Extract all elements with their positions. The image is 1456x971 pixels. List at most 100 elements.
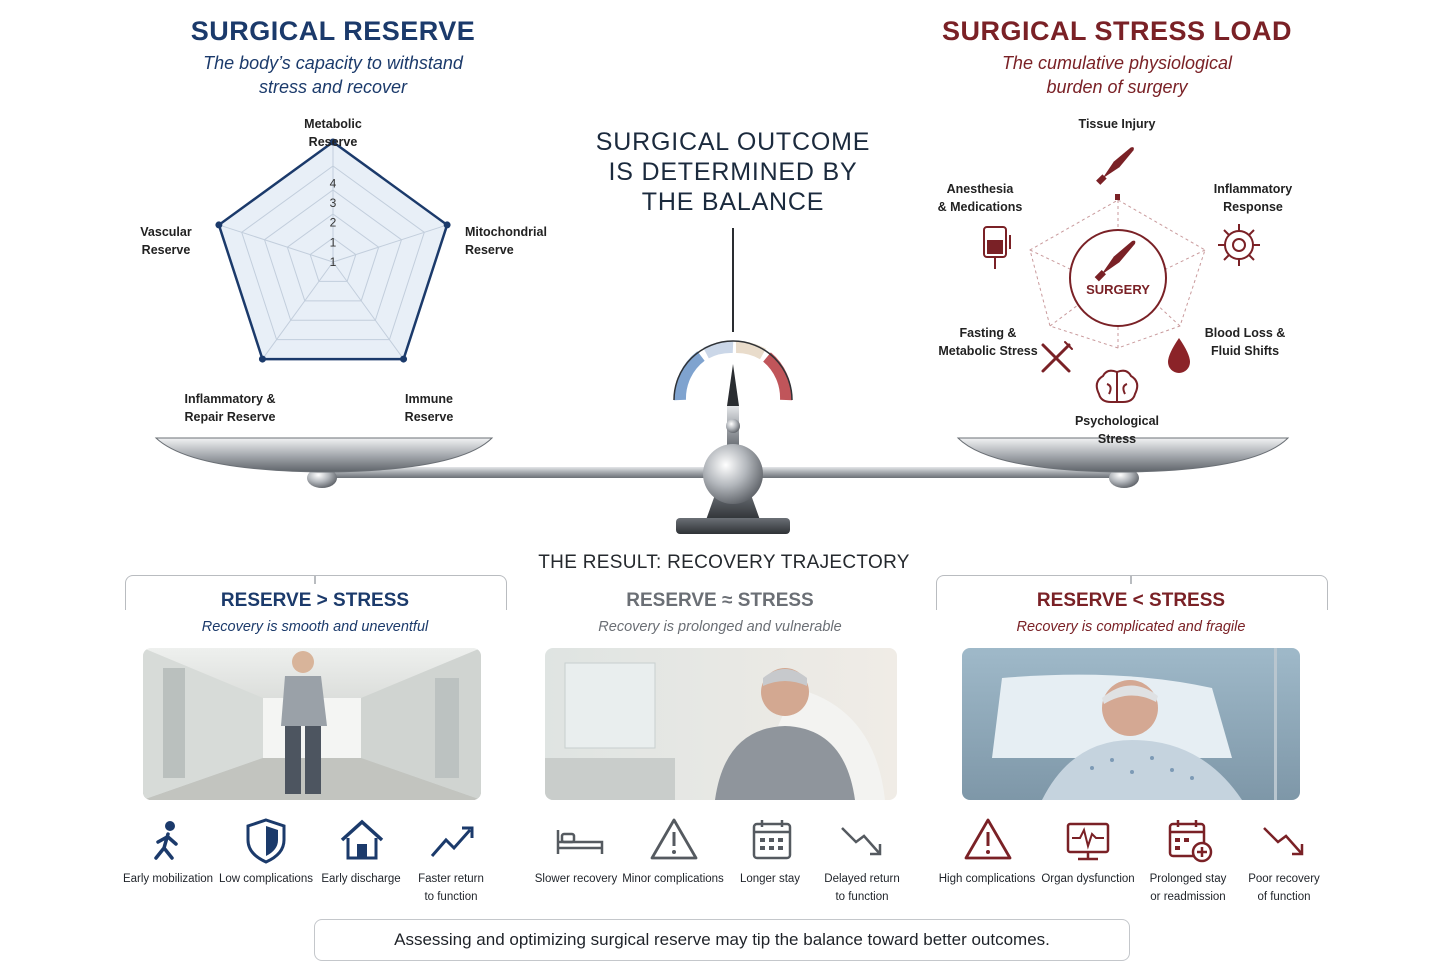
bracket-tick xyxy=(314,575,316,584)
radar-grid-ring xyxy=(241,165,425,341)
iv-bag-icon xyxy=(983,226,1011,269)
stress-factor-anesthesia: Anesthesia & Medications xyxy=(926,180,1034,216)
outcome-poor-recovery: Poor recovery of function xyxy=(1229,870,1339,906)
stress-title: SURGICAL STRESS LOAD xyxy=(941,16,1293,46)
radar-data-point xyxy=(400,355,408,363)
radar-spoke xyxy=(218,224,334,263)
radar-grid-ring xyxy=(309,237,357,282)
reserve-title: SURGICAL RESERVE xyxy=(190,16,476,46)
scenario-3-subtitle: Recovery is complicated and fragile xyxy=(1016,619,1246,635)
shield-icon xyxy=(246,818,286,864)
inflammation-gear-icon xyxy=(1218,224,1260,266)
stress-factor-blood-loss: Blood Loss & Fluid Shifts xyxy=(1190,324,1300,360)
radar-axis-label-vascular: Vascular Reserve xyxy=(128,223,204,259)
trend-down-icon xyxy=(1263,827,1304,856)
outcome-low-complications: Low complications xyxy=(211,870,321,888)
stress-subtitle-line: burden of surgery xyxy=(1046,77,1188,97)
factor-label-line: Fasting & xyxy=(959,326,1017,340)
factor-label-line: Fluid Shifts xyxy=(1210,344,1280,358)
gauge-segment-reserve xyxy=(673,351,705,401)
radar-scale-ticks: 1 1 2 3 4 xyxy=(330,176,337,269)
stress-factor-fasting: Fasting & Metabolic Stress xyxy=(930,324,1046,360)
axis-label-line: Reserve xyxy=(141,243,191,257)
factor-label-line: Tissue Injury xyxy=(1078,117,1156,131)
trend-up-icon xyxy=(430,826,474,857)
outcome-label-line: Organ dysfunction xyxy=(1041,873,1135,885)
axis-label-line: Reserve xyxy=(465,243,514,257)
stress-subtitle: The cumulative physiological burden of s… xyxy=(917,51,1317,99)
radar-grid-ring xyxy=(286,213,380,302)
radar-spoke xyxy=(262,261,334,360)
factor-label-line: Psychological xyxy=(1074,414,1160,428)
outcome-label-line: Early discharge xyxy=(321,873,401,885)
reserve-subtitle: The body’s capacity to withstand stress … xyxy=(133,51,533,99)
outcome-label-line: Faster return xyxy=(418,873,484,885)
balance-post-knob xyxy=(726,419,740,433)
radar-axis-label-immune: Immune Reserve xyxy=(388,390,470,426)
radar-data-points xyxy=(215,138,451,363)
footer-message: Assessing and optimizing surgical reserv… xyxy=(314,919,1130,961)
stress-network-lines xyxy=(1029,199,1206,349)
stress-factor-psychological: Psychological Stress xyxy=(1062,412,1172,448)
axis-label-line: Inflammatory & xyxy=(184,392,276,406)
outcome-early-mobilization: Early mobilization xyxy=(113,870,223,888)
radar-spoke xyxy=(332,224,448,263)
balance-title-line: SURGICAL OUTCOME xyxy=(595,128,871,156)
reserve-subtitle-line: The body’s capacity to withstand xyxy=(203,53,463,73)
outcome-label-line: Slower recovery xyxy=(534,873,618,885)
radar-tick-label: 3 xyxy=(330,196,337,210)
radar-axis-label-mitochondrial: Mitochondrial Reserve xyxy=(465,223,575,259)
patient-walking-photo xyxy=(143,648,481,800)
radar-axis-label-metabolic: Metabolic Reserve xyxy=(283,115,383,151)
outcome-label-line: Low complications xyxy=(219,873,313,885)
scenario-2-heading: RESERVE ≈ STRESS xyxy=(626,590,814,611)
stress-factor-inflammatory: Inflammatory Response xyxy=(1198,180,1308,216)
axis-label-line: Metabolic xyxy=(304,117,362,131)
warning-icon xyxy=(650,818,698,860)
outcome-early-discharge: Early discharge xyxy=(306,870,416,888)
beam-end-left xyxy=(307,468,337,488)
radar-spoke xyxy=(332,261,404,360)
result-title: THE RESULT: RECOVERY TRAJECTORY xyxy=(538,552,910,573)
balance-scale xyxy=(154,228,1290,534)
scalpel-icon xyxy=(1096,147,1134,185)
scalpel-icon xyxy=(1094,240,1136,282)
bed-icon xyxy=(556,830,604,854)
gauge-outline xyxy=(673,340,793,401)
calendar-icon xyxy=(752,820,792,860)
outcome-label-line: Early mobilization xyxy=(122,873,214,885)
scenario-3-heading: RESERVE < STRESS xyxy=(1036,590,1226,611)
outcome-prolonged-stay: Prolonged stay or readmission xyxy=(1133,870,1243,906)
axis-label-line: Mitochondrial xyxy=(465,225,547,239)
footer-text: Assessing and optimizing surgical reserv… xyxy=(394,930,1050,949)
factor-label-line: Inflammatory xyxy=(1213,182,1293,196)
balance-pivot-ball xyxy=(703,444,763,504)
radar-axis-label-inflammatory: Inflammatory & Repair Reserve xyxy=(170,390,290,426)
radar-data-point xyxy=(329,138,337,146)
axis-label-line: Vascular xyxy=(140,225,192,239)
beam-end-right xyxy=(1109,468,1139,488)
radar-tick-label: 1 xyxy=(330,235,337,249)
radar-tick-label: 2 xyxy=(330,216,337,230)
outcome-label-line: to function xyxy=(835,891,889,903)
radar-data-point xyxy=(443,221,451,229)
stress-factor-tissue-injury: Tissue Injury xyxy=(1057,115,1177,133)
radar-data-polygon xyxy=(217,140,449,361)
outcome-slower-recovery: Slower recovery xyxy=(521,870,631,888)
outcome-organ-dysfunction: Organ dysfunction xyxy=(1033,870,1143,888)
balance-title-line: IS DETERMINED BY xyxy=(608,158,858,186)
outcome-longer-stay: Longer stay xyxy=(715,870,825,888)
factor-label-line: Response xyxy=(1223,200,1283,214)
calendar-plus-icon xyxy=(1168,820,1213,863)
monitor-icon xyxy=(1066,822,1110,861)
outcome-label-line: Prolonged stay xyxy=(1149,873,1227,885)
patient-in-bed-photo xyxy=(962,648,1300,800)
radar-tick-label: 4 xyxy=(330,176,337,190)
left-pan xyxy=(154,437,494,473)
axis-label-line: Repair Reserve xyxy=(184,410,276,424)
radar-data-point xyxy=(258,355,266,363)
balance-title-line: THE BALANCE xyxy=(641,188,825,216)
surgery-circle xyxy=(1069,229,1167,327)
factor-label-line: Anesthesia xyxy=(946,182,1014,196)
